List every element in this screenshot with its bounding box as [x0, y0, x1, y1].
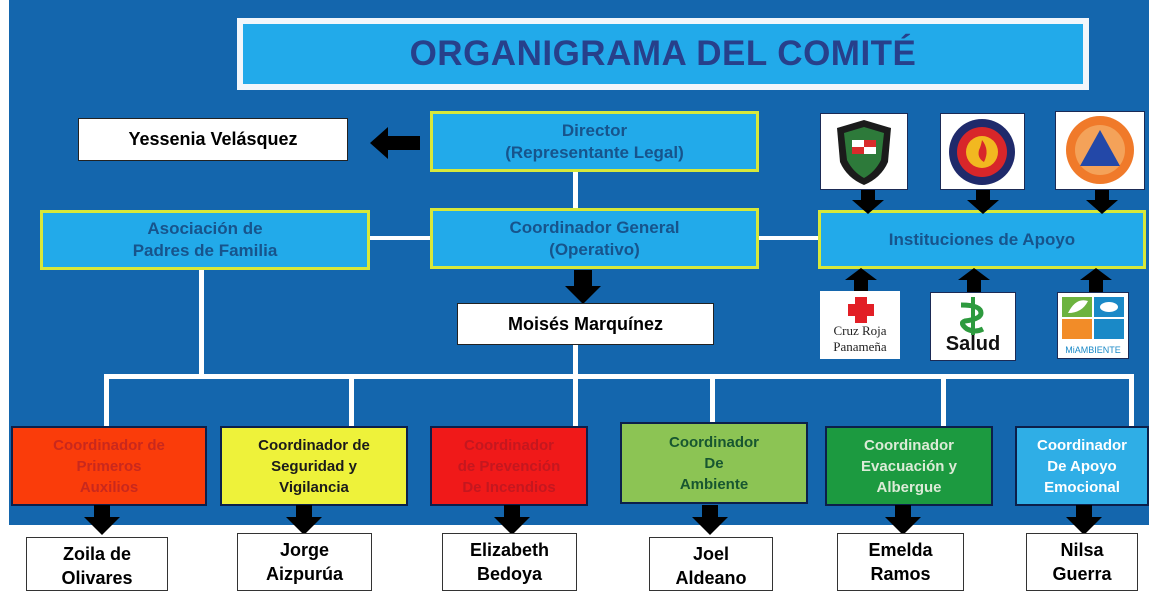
fire-prevention-person: Elizabeth Bedoya [469, 540, 549, 584]
connector-line [199, 270, 204, 378]
connector-line [104, 374, 109, 426]
support-institutions-box: Instituciones de Apoyo [818, 210, 1146, 269]
miambiente-logo: MiAMBIENTE [1057, 292, 1129, 359]
coordinator-first-aid-label: Coordinador de Primeros Auxilios [53, 436, 165, 496]
coordinator-security-box: Coordinador de Seguridad y Vigilancia [220, 426, 408, 506]
coordinator-environment-label: Coordinador De Ambiente [669, 433, 759, 493]
up-arrow-icon [958, 268, 990, 294]
fire-prevention-person-box: Elizabeth Bedoya [442, 533, 577, 591]
red-cross-icon [848, 297, 874, 323]
proteccion-civil-logo [1055, 111, 1145, 190]
coordinator-security-label: Coordinador de Seguridad y Vigilancia [258, 436, 370, 496]
security-person: Jorge Aizpurúa [265, 540, 343, 584]
police-shield-icon [837, 120, 891, 185]
miambiente-text: MiAMBIENTE [1065, 345, 1121, 355]
down-arrow-icon [494, 505, 530, 535]
coordinator-environment-box: Coordinador De Ambiente [620, 422, 808, 504]
bomberos-logo [940, 113, 1025, 190]
cruz-roja-logo: Cruz Roja Panameña [820, 291, 900, 359]
snake-staff-icon [959, 297, 985, 335]
director-box: Director (Representante Legal) [430, 111, 759, 172]
connector-line [104, 374, 1134, 379]
first-aid-person: Zoila de Olivares [61, 544, 133, 588]
coordinator-emotional-support-box: Coordinador De Apoyo Emocional [1015, 426, 1149, 506]
coordinator-general-person: Moisés Marquínez [507, 313, 664, 334]
director-label: Director (Representante Legal) [505, 120, 684, 162]
policia-nacional-logo [820, 113, 908, 190]
down-arrow-icon [692, 505, 728, 535]
connector-line [941, 374, 946, 426]
down-arrow-icon [1066, 505, 1102, 535]
first-aid-person-box: Zoila de Olivares [26, 537, 168, 591]
connector-line [573, 172, 578, 210]
page-title: ORGANIGRAMA DEL COMITÉ [409, 34, 917, 73]
minsa-logo: Salud [930, 292, 1016, 361]
down-arrow-icon [84, 505, 120, 535]
director-person: Yessenia Velásquez [128, 129, 298, 149]
director-person-box: Yessenia Velásquez [78, 118, 348, 161]
coordinator-fire-prevention-box: Coordinador de Prevención De Incendios [430, 426, 588, 506]
cruz-roja-text: Cruz Roja Panameña [833, 323, 887, 354]
coordinator-evacuation-box: Coordinador Evacuación y Albergue [825, 426, 993, 506]
civil-protection-icon [1066, 116, 1134, 184]
coordinator-general-person-box: Moisés Marquínez [457, 303, 714, 345]
security-person-box: Jorge Aizpurúa [237, 533, 372, 591]
parents-association-label: Asociación de Padres de Familia [132, 219, 278, 260]
emotional-support-person: Nilsa Guerra [1052, 540, 1112, 584]
down-arrow-icon [1086, 190, 1118, 214]
down-arrow-icon [286, 505, 322, 535]
down-arrow-icon [852, 190, 884, 214]
coordinator-evacuation-label: Coordinador Evacuación y Albergue [861, 436, 957, 496]
down-arrow-icon [885, 505, 921, 535]
connector-line [573, 342, 578, 378]
connector-line [370, 236, 432, 240]
down-arrow-icon [565, 270, 601, 304]
coordinator-first-aid-box: Coordinador de Primeros Auxilios [11, 426, 207, 506]
evacuation-person-box: Emelda Ramos [837, 533, 964, 591]
left-arrow-icon [370, 127, 420, 159]
up-arrow-icon [845, 268, 877, 294]
evacuation-person: Emelda Ramos [868, 540, 933, 584]
coordinator-general-box: Coordinador General (Operativo) [430, 208, 759, 269]
connector-line [573, 374, 578, 426]
salud-text: Salud [945, 333, 1001, 355]
emotional-support-person-box: Nilsa Guerra [1026, 533, 1138, 591]
parents-association-box: Asociación de Padres de Familia [40, 210, 370, 270]
connector-line [1129, 374, 1134, 426]
connector-line [759, 236, 819, 240]
fire-badge-icon [949, 119, 1015, 185]
coordinator-emotional-support-label: Coordinador De Apoyo Emocional [1037, 436, 1127, 496]
environment-person-box: Joel Aldeano [649, 537, 773, 591]
coordinator-general-label: Coordinador General (Operativo) [509, 217, 680, 259]
connector-line [349, 374, 354, 426]
down-arrow-icon [967, 190, 999, 214]
connector-line [710, 374, 715, 422]
title-banner: ORGANIGRAMA DEL COMITÉ [237, 18, 1089, 90]
leaf-fish-icon [1062, 297, 1124, 339]
coordinator-fire-prevention-label: Coordinador de Prevención De Incendios [457, 436, 561, 496]
support-institutions-label: Instituciones de Apoyo [888, 229, 1076, 249]
up-arrow-icon [1080, 268, 1112, 294]
environment-person: Joel Aldeano [675, 544, 747, 588]
title-inner: ORGANIGRAMA DEL COMITÉ [243, 24, 1083, 84]
